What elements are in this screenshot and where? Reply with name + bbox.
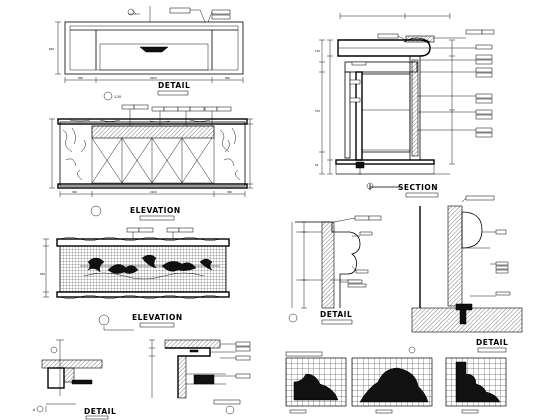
dim-label: 300: [227, 190, 232, 194]
dim-label: 2200: [150, 190, 157, 194]
title-section: SECTION: [398, 183, 438, 192]
title-elevation-2: ELEVATION: [132, 313, 183, 322]
title-detail-4: DETAIL: [476, 338, 508, 347]
detail-profile-2: DETAIL: [408, 195, 523, 354]
elevation-2: 650 ELEVATION: [40, 227, 230, 331]
dim-label: 650: [40, 272, 45, 276]
title-detail-1: DETAIL: [158, 81, 190, 90]
detail-profile-1: DETAIL: [288, 215, 382, 325]
dim-label: 900: [78, 76, 83, 80]
elevation-1: 300 2200 300 ELEVATION: [49, 104, 253, 221]
section-view: 130 570 50 SECTION: [315, 13, 495, 198]
molding-profiles: [285, 351, 507, 414]
dim-label: 300: [72, 190, 77, 194]
detail-ref: A: [33, 408, 36, 412]
dim-label: 600: [49, 47, 54, 51]
dim-label: 2000: [150, 76, 157, 80]
detail-bottom-left-1: A DETAIL: [33, 339, 116, 420]
svg-text:1:20: 1:20: [114, 95, 121, 99]
dim-label: 130: [315, 49, 320, 53]
title-detail-2: DETAIL: [84, 407, 116, 416]
dim-label: 50: [315, 163, 319, 167]
detail-bottom-left-2: [149, 339, 251, 415]
dim-label: 900: [225, 76, 230, 80]
dim-label: 570: [315, 109, 320, 113]
plan-view: 900 2000 900 600 DETAIL 1:20: [49, 6, 244, 101]
title-elevation-1: ELEVATION: [130, 206, 181, 215]
title-detail-3: DETAIL: [320, 310, 352, 319]
